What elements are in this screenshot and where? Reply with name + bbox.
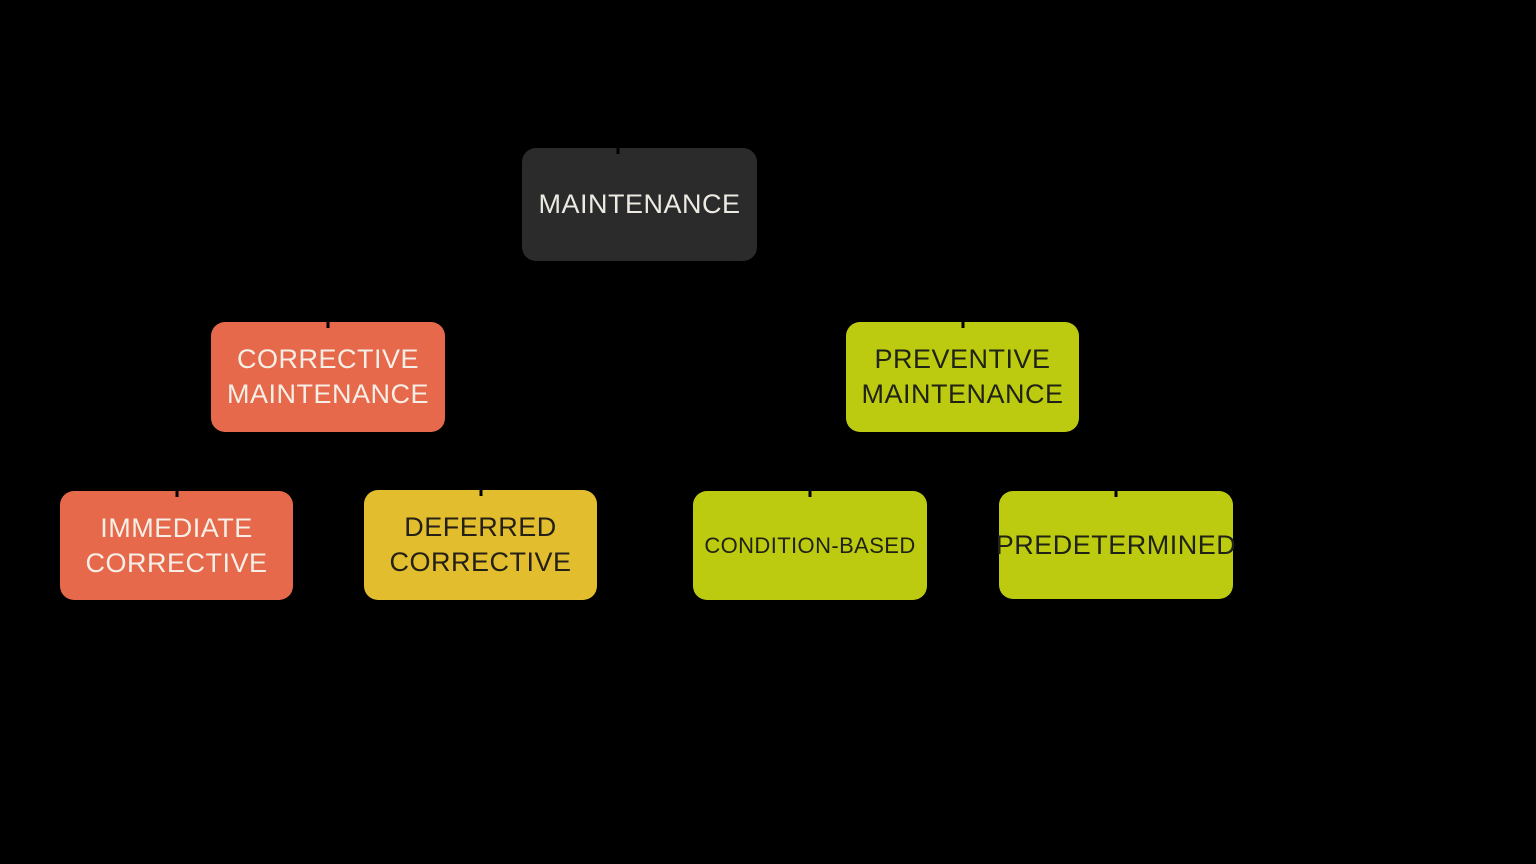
connector-stub [808,490,812,497]
connector-stub [479,489,482,496]
node-deferred-corrective-label: DEFERRED CORRECTIVE [389,512,572,577]
node-condition-based: CONDITION-BASED [693,490,927,600]
node-deferred-corrective: DEFERRED CORRECTIVE [364,489,597,600]
node-corrective-maintenance-label: CORRECTIVE MAINTENANCE [226,344,429,409]
node-maintenance-label: MAINTENANCE [538,189,741,219]
node-preventive-maintenance: PREVENTIVE MAINTENANCE [846,321,1079,432]
node-preventive-maintenance-label: PREVENTIVE MAINTENANCE [861,344,1064,409]
connector-stub [175,490,178,497]
connector-stub [1114,490,1118,497]
node-immediate-corrective-label: IMMEDIATE CORRECTIVE [85,512,268,578]
connector-stub [326,321,330,328]
connector-stub [616,147,619,154]
node-immediate-corrective: IMMEDIATE CORRECTIVE [60,490,293,600]
node-predetermined-label: PREDETERMINED [995,529,1237,560]
node-predetermined: PREDETERMINED [996,490,1236,599]
node-condition-based-label: CONDITION-BASED [704,532,916,558]
node-corrective-maintenance: CORRECTIVE MAINTENANCE [211,321,445,432]
node-maintenance: MAINTENANCE [522,147,757,261]
connector-stub [961,321,964,328]
